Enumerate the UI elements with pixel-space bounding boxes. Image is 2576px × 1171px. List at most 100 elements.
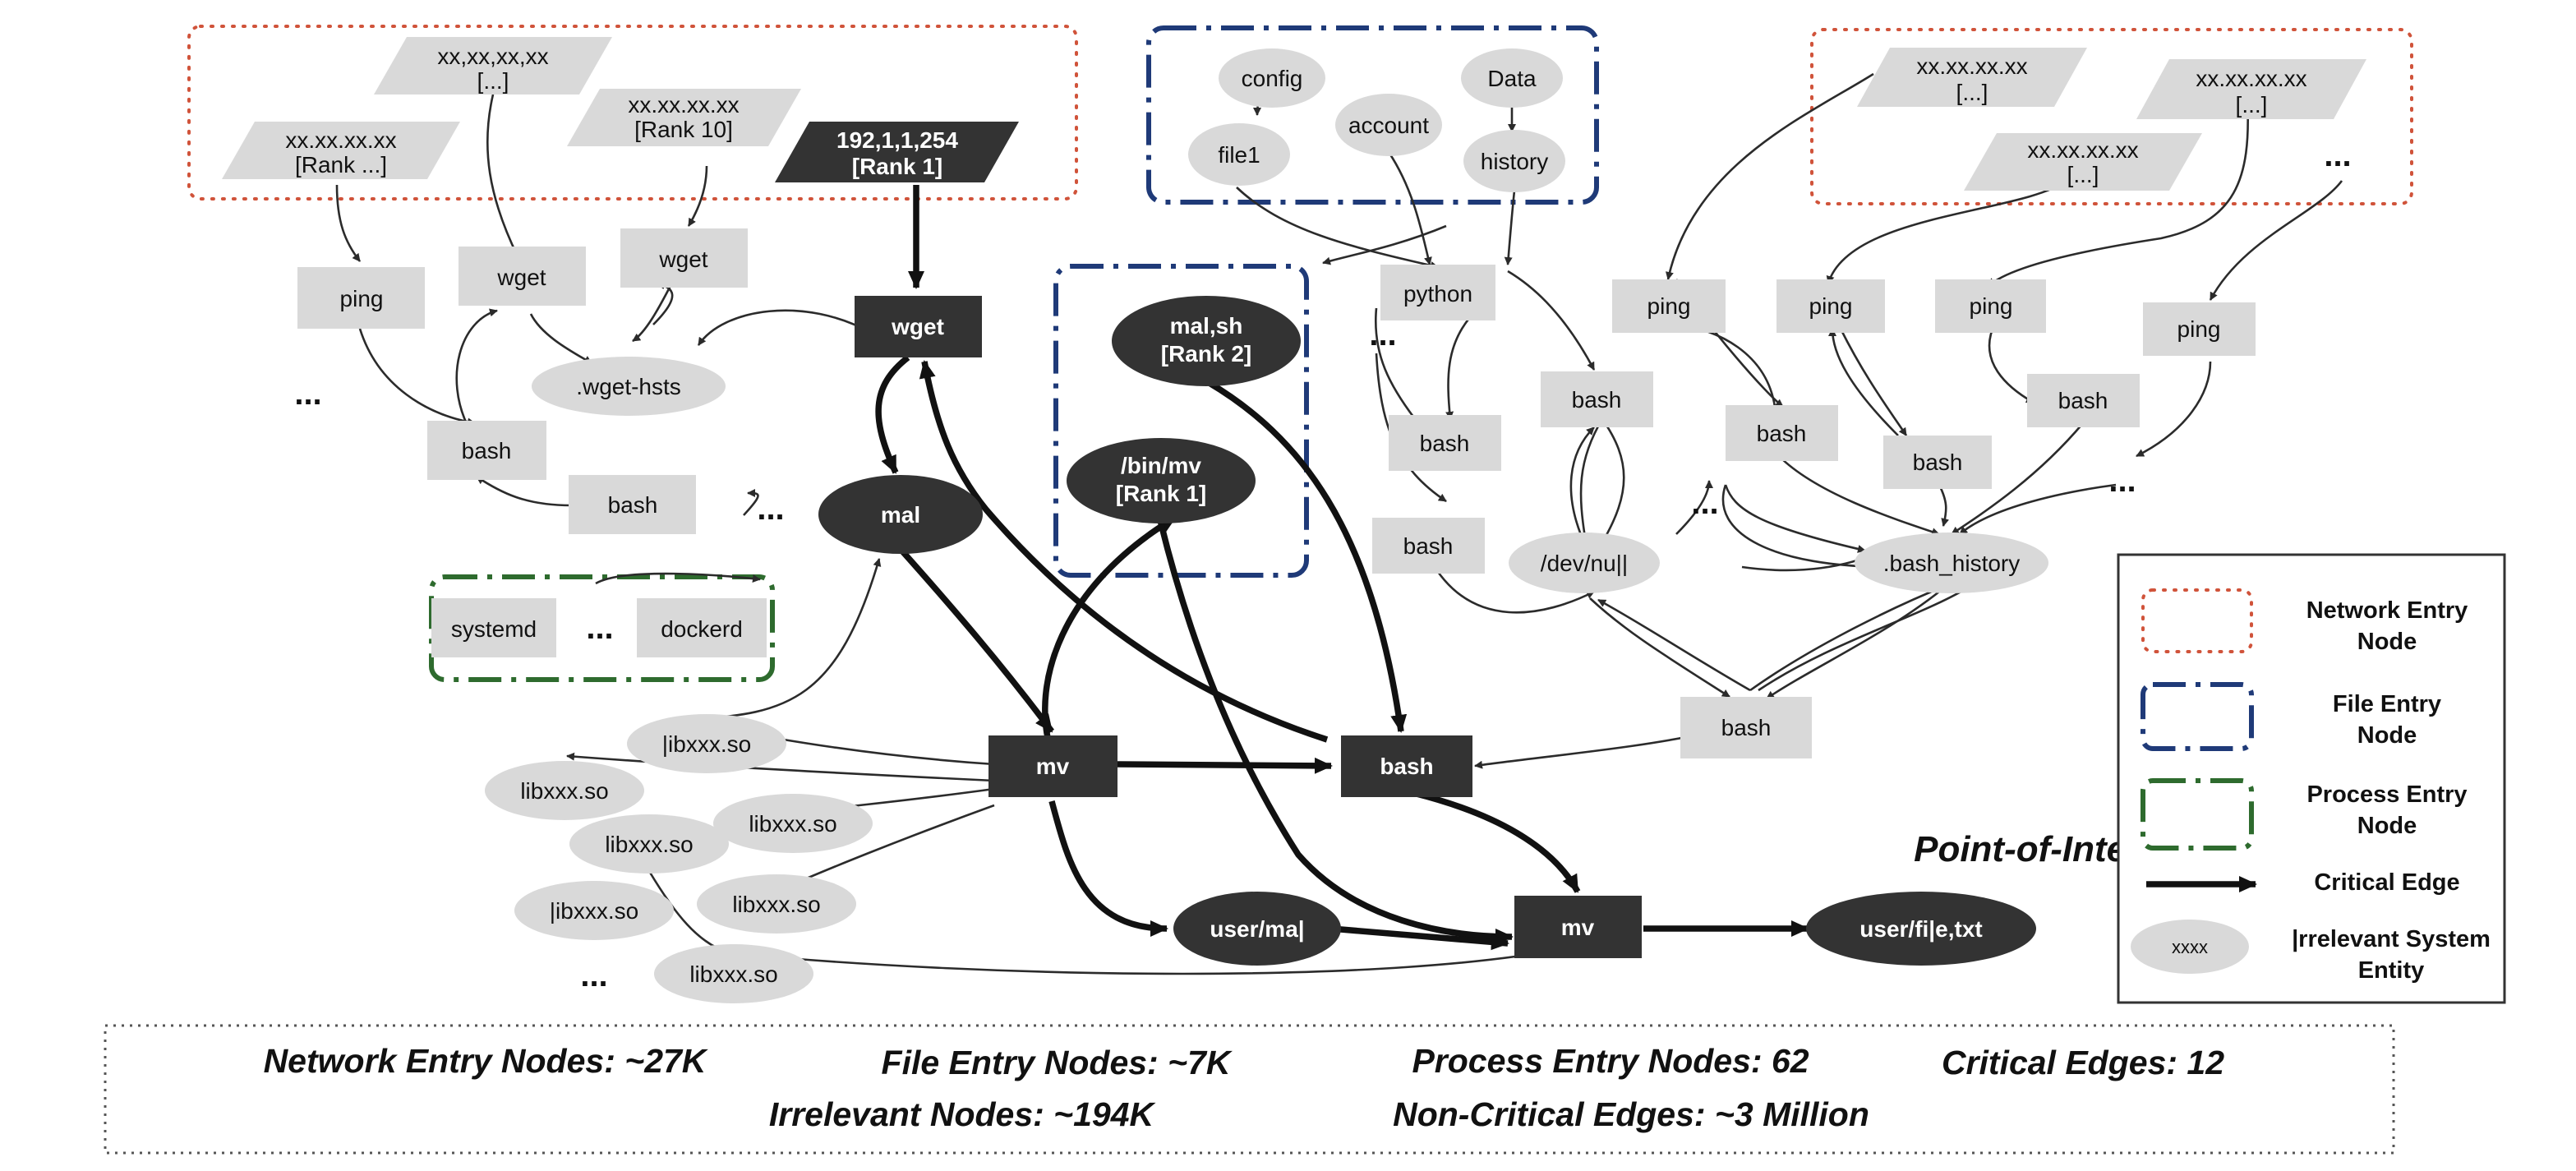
addr-text: xx.xx.xx.xx: [628, 92, 739, 118]
stat-non-critical-edges: Non-Critical Edges: ~3 Million: [1393, 1095, 1869, 1133]
svg-text:bash: bash: [1721, 715, 1772, 740]
svg-text:bash: bash: [1913, 449, 1963, 475]
svg-text:bash: bash: [1572, 387, 1622, 413]
addr-text: xx.xx.xx.xx: [2196, 66, 2306, 91]
svg-text:libxxx.so: libxxx.so: [520, 778, 608, 804]
lib-node-3: libxxx.so: [713, 794, 873, 853]
lib-node-5: libxxx.so: [697, 874, 856, 934]
svg-text:bash: bash: [608, 492, 658, 518]
svg-text:/bin/mv: /bin/mv: [1121, 453, 1201, 478]
svg-text:mv: mv: [1561, 915, 1595, 940]
process-node-bash-r2: bash: [1389, 415, 1501, 471]
svg-text:libxxx.so: libxxx.so: [749, 811, 836, 837]
svg-text:bash: bash: [1403, 533, 1454, 559]
ellipsis-process: ...: [586, 610, 613, 646]
process-node-bash-r3: bash: [1372, 518, 1485, 574]
legend-network-swatch: [2141, 588, 2253, 653]
lib-node-6: |ibxxx.so: [514, 881, 674, 940]
svg-text:config: config: [1242, 66, 1303, 91]
ellipsis-devnull: ...: [1691, 485, 1718, 521]
lib-node-7: libxxx.so: [654, 944, 813, 1003]
rank-text: [Rank 1]: [852, 154, 942, 179]
svg-text:ping: ping: [1970, 293, 2013, 319]
process-node-bash-bottom: bash: [1680, 697, 1812, 758]
svg-text:bash: bash: [2058, 388, 2108, 413]
file-node-bash-history: .bash_history: [1855, 532, 2048, 593]
addr-text: xx.xx.xx.xx: [285, 127, 396, 153]
svg-text:bash: bash: [1380, 754, 1433, 779]
file-node-account: account: [1335, 94, 1442, 156]
svg-text:libxxx.so: libxxx.so: [605, 832, 693, 857]
network-node-addr-5: xx.xx.xx.xx [...]: [2136, 59, 2366, 119]
file-node-wget-hsts: .wget-hsts: [532, 357, 726, 416]
process-node-ping-r1: ping: [1612, 279, 1726, 333]
svg-text:bash: bash: [1420, 431, 1470, 456]
rank-text: [...]: [1956, 80, 1988, 105]
legend-network-line1: Network Entry: [2306, 597, 2468, 624]
ellipsis-left: ...: [294, 376, 321, 412]
network-node-addr-2: xx.xx.xx.xx [Rank ...]: [222, 122, 460, 179]
stat-file-entry-nodes: File Entry Nodes: ~7K: [882, 1044, 1233, 1081]
svg-text:mv: mv: [1036, 754, 1070, 779]
file-node-file1: file1: [1188, 123, 1290, 186]
process-node-wget-main: wget: [855, 296, 982, 357]
svg-text:libxxx.so: libxxx.so: [732, 892, 820, 917]
addr-text: 192,1,1,254: [836, 127, 958, 153]
legend-critical-edge-label: Critical Edge: [2314, 869, 2459, 896]
legend-irrelevant-line1: |rrelevant System: [2292, 926, 2491, 952]
svg-text:.wget-hsts: .wget-hsts: [576, 374, 681, 399]
legend-process-line1: Process Entry: [2306, 781, 2467, 808]
process-node-ping-left: ping: [297, 267, 425, 329]
svg-text:file1: file1: [1218, 142, 1260, 168]
ellipsis-python: ...: [1369, 316, 1396, 353]
process-node-bash-r1: bash: [1541, 371, 1653, 427]
svg-text:ping: ping: [340, 286, 384, 311]
svg-text:ping: ping: [1647, 293, 1691, 319]
ellipsis-network: ...: [2324, 137, 2351, 173]
process-node-ping-r3: ping: [1935, 279, 2046, 333]
legend-file-swatch: [2141, 682, 2254, 751]
file-node-mal-sh: mal,sh [Rank 2]: [1112, 296, 1301, 386]
rank-text: [...]: [477, 68, 509, 94]
svg-text:account: account: [1348, 113, 1429, 138]
lib-node-4: libxxx.so: [569, 814, 729, 874]
legend-network-line2: Node: [2357, 629, 2417, 655]
file-node-dev-null: /dev/nu||: [1509, 532, 1660, 593]
process-node-bash-r4: bash: [1726, 405, 1838, 461]
rank-text: [Rank 10]: [634, 117, 733, 142]
process-node-bash-main: bash: [1341, 735, 1472, 797]
svg-text:ping: ping: [1809, 293, 1853, 319]
rank-text: [Rank ...]: [295, 152, 387, 177]
legend-process-line2: Node: [2357, 813, 2417, 839]
svg-text:dockerd: dockerd: [661, 616, 743, 642]
svg-text:/dev/nu||: /dev/nu||: [1541, 551, 1628, 576]
addr-text: xx.xx.xx.xx: [2027, 137, 2138, 163]
file-node-mal: mal: [818, 475, 983, 554]
network-entry-region-left: [187, 25, 1078, 201]
svg-text:libxxx.so: libxxx.so: [689, 961, 777, 987]
legend-irrelevant-line2: Entity: [2358, 957, 2425, 984]
svg-text:systemd: systemd: [451, 616, 537, 642]
file-node-data: Data: [1461, 48, 1563, 108]
svg-text:user/ma|: user/ma|: [1210, 916, 1304, 942]
network-entry-region-right: [1810, 28, 2413, 205]
svg-text:bash: bash: [1757, 421, 1807, 446]
svg-text:wget: wget: [658, 247, 707, 272]
file-node-bin-mv: /bin/mv [Rank 1]: [1067, 438, 1256, 523]
svg-text:user/fi|e,txt: user/fi|e,txt: [1859, 916, 1982, 942]
svg-text:mal: mal: [881, 502, 920, 528]
network-node-addr-6: xx.xx.xx.xx [...]: [1964, 133, 2202, 191]
legend-file-line2: Node: [2357, 722, 2417, 749]
svg-text:ping: ping: [2177, 316, 2221, 342]
stats-frame: [104, 1024, 2395, 1155]
legend: Network Entry Node File Entry Node Proce…: [2117, 553, 2506, 1004]
process-node-dockerd: dockerd: [637, 598, 767, 657]
network-node-addr-4: xx.xx.xx.xx [...]: [1857, 48, 2087, 107]
svg-text:bash: bash: [462, 438, 512, 463]
ellipsis-bash-right: ...: [2108, 463, 2136, 499]
ellipsis-libs: ...: [580, 957, 607, 994]
svg-text:wget: wget: [496, 265, 546, 290]
svg-text:|ibxxx.so: |ibxxx.so: [550, 898, 638, 924]
process-node-wget-b: wget: [620, 228, 748, 288]
non-critical-edges: [335, 48, 2343, 975]
